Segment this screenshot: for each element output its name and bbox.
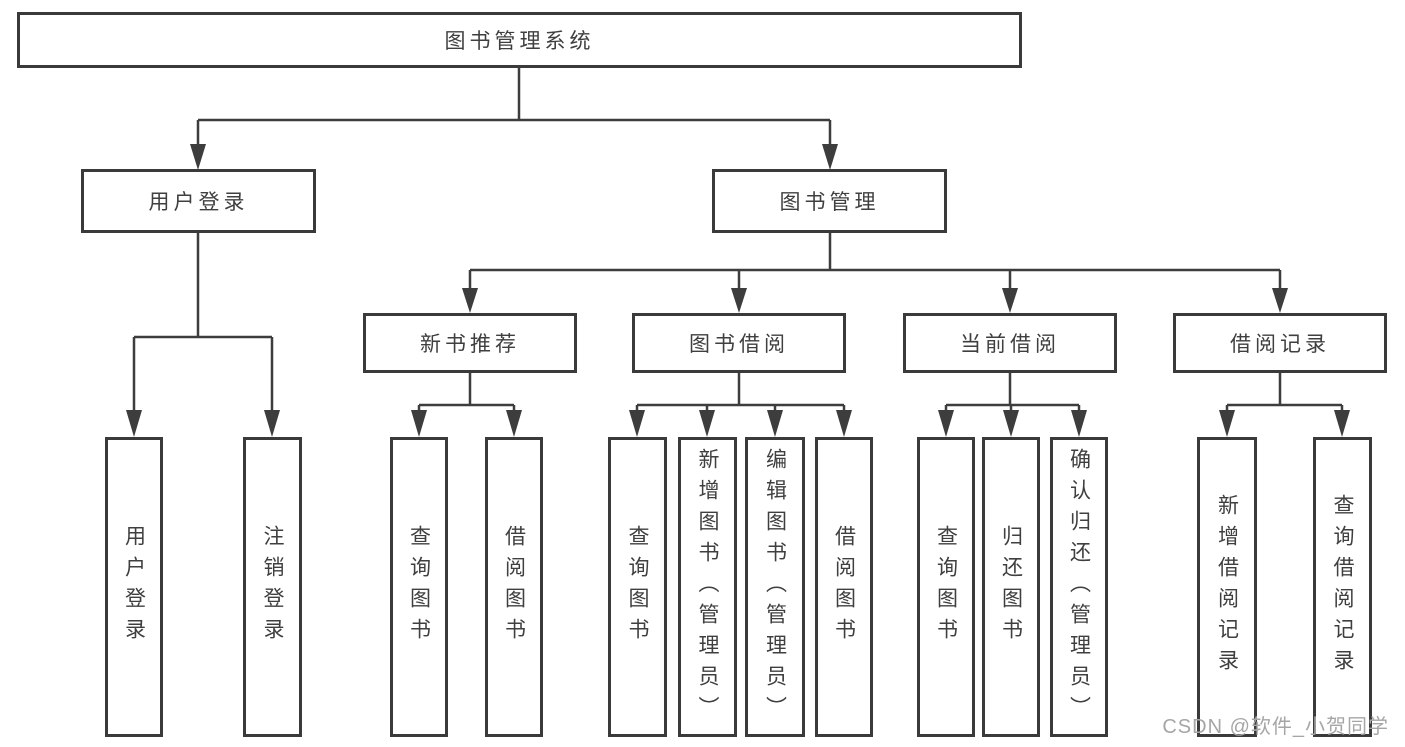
node-book-management: 图书管理: [712, 169, 947, 233]
node-user-login: 用户登录: [81, 169, 316, 233]
leaf-current-query-books-label: 查询图书: [934, 525, 958, 649]
leaf-user-login: 用户登录: [105, 437, 163, 737]
connector-root: [190, 68, 838, 170]
connector-new-book-recommend: [411, 373, 522, 437]
leaf-recommend-query-books-label: 查询图书: [407, 525, 431, 649]
leaf-records-query-record: 查询借阅记录: [1313, 437, 1372, 737]
leaf-recommend-query-books: 查询图书: [390, 437, 448, 737]
leaf-user-login-label: 用户登录: [122, 525, 146, 649]
node-user-login-label: 用户登录: [148, 191, 249, 214]
node-current-borrowing: 当前借阅: [903, 313, 1117, 373]
node-book-management-label: 图书管理: [779, 191, 880, 214]
node-borrowing-records-label: 借阅记录: [1230, 333, 1330, 356]
leaf-current-confirm-return-admin: 确认归还（管理员）: [1050, 437, 1108, 737]
connector-borrowing-records: [1219, 373, 1350, 437]
leaf-recommend-borrow-books-label: 借阅图书: [502, 525, 526, 649]
leaf-current-return-books-label: 归还图书: [999, 525, 1023, 649]
connector-book-management: [462, 232, 1288, 313]
leaf-logout-login: 注销登录: [243, 437, 302, 737]
leaf-current-query-books: 查询图书: [917, 437, 975, 737]
leaf-borrowing-add-books-admin-label: 新增图书（管理员）: [696, 447, 719, 727]
node-book-borrowing-label: 图书借阅: [689, 333, 789, 356]
leaf-borrowing-query-books-label: 查询图书: [626, 525, 649, 649]
connector-current-borrowing: [938, 373, 1087, 437]
node-current-borrowing-label: 当前借阅: [960, 333, 1060, 356]
connector-book-borrowing: [629, 373, 852, 437]
leaf-records-add-record-label: 新增借阅记录: [1215, 494, 1239, 680]
node-new-book-recommend: 新书推荐: [363, 313, 577, 373]
leaf-borrowing-edit-books-admin: 编辑图书（管理员）: [745, 437, 805, 737]
leaf-borrowing-borrow-books-label: 借阅图书: [832, 525, 856, 649]
leaf-current-confirm-return-admin-label: 确认归还（管理员）: [1067, 447, 1091, 727]
node-book-borrowing: 图书借阅: [632, 313, 846, 373]
leaf-borrowing-add-books-admin: 新增图书（管理员）: [678, 437, 737, 737]
leaf-recommend-borrow-books: 借阅图书: [485, 437, 543, 737]
watermark: CSDN @软件_小贺同学: [1162, 716, 1389, 738]
node-root: 图书管理系统: [17, 12, 1022, 68]
leaf-logout-login-label: 注销登录: [261, 525, 284, 649]
leaf-current-return-books: 归还图书: [982, 437, 1040, 737]
leaf-borrowing-query-books: 查询图书: [608, 437, 667, 737]
leaf-records-query-record-label: 查询借阅记录: [1331, 494, 1354, 680]
leaf-borrowing-borrow-books: 借阅图书: [815, 437, 873, 737]
leaf-records-add-record: 新增借阅记录: [1197, 437, 1257, 737]
node-borrowing-records: 借阅记录: [1173, 313, 1387, 373]
node-root-label: 图书管理系统: [444, 30, 595, 53]
node-new-book-recommend-label: 新书推荐: [420, 333, 520, 356]
connector-user-login: [126, 232, 280, 437]
leaf-borrowing-edit-books-admin-label: 编辑图书（管理员）: [763, 447, 787, 727]
